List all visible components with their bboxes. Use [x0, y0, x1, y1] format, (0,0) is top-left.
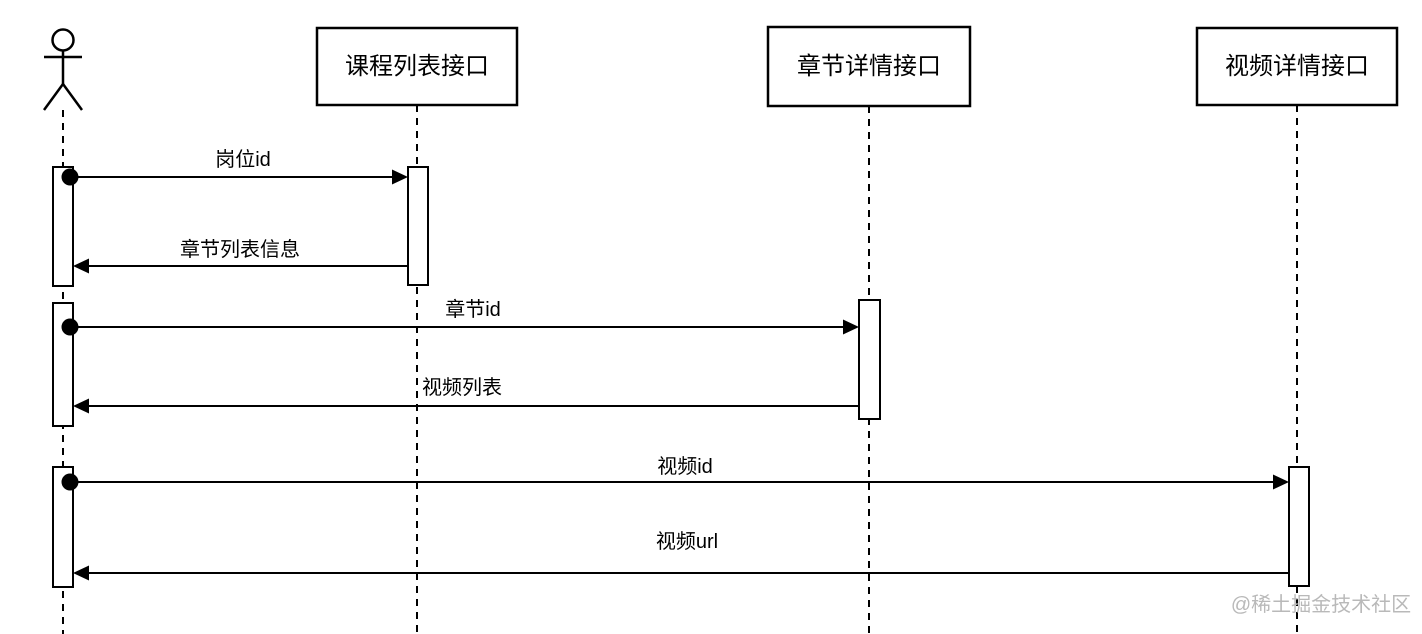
message-origin-dot	[61, 473, 79, 491]
message-label: 章节列表信息	[180, 238, 300, 261]
message-video-list: 视频列表	[73, 376, 859, 414]
message-position-id: 岗位id	[61, 148, 408, 186]
arrowhead-left-icon	[73, 565, 89, 581]
activation-actor-1	[52, 166, 74, 287]
message-label: 视频id	[657, 455, 713, 478]
activation-actor-3	[52, 466, 74, 588]
arrowhead-right-icon	[843, 319, 859, 335]
participant-box	[1195, 26, 1399, 107]
actor-figure	[42, 28, 84, 111]
activation-video-detail	[1288, 466, 1310, 587]
participant-label: 视频详情接口	[1225, 53, 1369, 80]
participant-box	[315, 26, 519, 107]
message-video-url: 视频url	[73, 530, 1289, 581]
participant-label: 章节详情接口	[797, 53, 941, 80]
activation-course-list	[407, 166, 429, 286]
participant-course-list: 课程列表接口	[315, 26, 519, 107]
arrowhead-left-icon	[73, 398, 89, 414]
participant-video-detail: 视频详情接口	[1195, 26, 1399, 107]
actor-leg-right	[61, 83, 84, 111]
message-label: 章节id	[445, 298, 501, 321]
arrowhead-right-icon	[392, 169, 408, 185]
actor-head	[51, 28, 75, 52]
participant-chapter-detail: 章节详情接口	[766, 25, 972, 108]
message-chapter-list-info: 章节列表信息	[73, 238, 408, 274]
participant-box	[766, 25, 972, 108]
message-chapter-id: 章节id	[61, 298, 859, 336]
watermark: @稀土掘金技术社区	[1231, 593, 1411, 616]
message-origin-dot	[61, 318, 79, 336]
message-label: 视频url	[656, 530, 718, 553]
message-label: 视频列表	[422, 376, 502, 399]
message-label: 岗位id	[215, 148, 271, 171]
message-origin-dot	[61, 168, 79, 186]
activation-chapter-detail	[858, 299, 881, 420]
message-video-id: 视频id	[61, 455, 1289, 491]
actor-leg-left	[42, 83, 65, 111]
participant-label: 课程列表接口	[345, 53, 489, 80]
arrowhead-left-icon	[73, 258, 89, 274]
arrowhead-right-icon	[1273, 474, 1289, 490]
